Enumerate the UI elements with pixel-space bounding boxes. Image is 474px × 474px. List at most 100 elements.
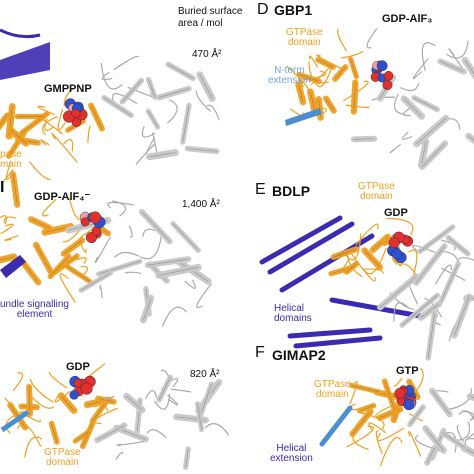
ligand-gdp-bottom [73, 378, 83, 388]
partner-helix-i-edge [141, 211, 170, 242]
partner-helix-e-edge [427, 312, 435, 358]
panel-name-gbp1: GBP1 [274, 2, 313, 18]
gtpase-loop-f [415, 367, 424, 392]
gtpase-helix-d-edge [298, 84, 304, 103]
partner-helix-d-edge [464, 60, 474, 75]
helical-domains-label: Helical domains [274, 303, 312, 324]
partner-helix-bl-edge [185, 448, 189, 468]
helical-domain-e [293, 335, 383, 349]
area-value-top: 470 Å² [192, 49, 222, 60]
panel-letter-e: E [255, 181, 266, 198]
gtpase-helix-e-edge [346, 263, 357, 273]
gtpase-loop-f [379, 437, 403, 467]
gtpase-helix-i-edge [0, 256, 14, 261]
partner-helix-d-edge [468, 135, 474, 141]
partner-helix-e-edge [419, 226, 454, 252]
gtpase-loop-f [393, 377, 403, 387]
gtpase-loop-i [75, 257, 87, 265]
gtpase-loop-f [408, 431, 422, 457]
partner-helix-e-edge [401, 295, 438, 326]
gtpase-loop-e [362, 247, 387, 275]
partner-loop-d [446, 40, 469, 59]
gtpase-helix-f-edge [359, 405, 374, 411]
partner-helix-i-edge [98, 261, 140, 275]
partner-loop-f [467, 432, 474, 439]
gtpase-helix-i-edge [63, 240, 83, 254]
partner-loop-e [393, 302, 410, 322]
gtpase-loop-top [87, 125, 92, 143]
gtpase-loop-i [59, 273, 76, 303]
gtpase-helix-bl-edge [28, 386, 31, 414]
partner-loop-top [113, 55, 139, 71]
partner-helix-top-edge [147, 110, 158, 128]
area-value-bottom: 820 Å² [190, 369, 220, 380]
gtpase-loop-top [63, 138, 74, 152]
gtpase-loop-e [362, 268, 384, 274]
helical-domain-e [267, 221, 355, 275]
helical-domain-e [287, 327, 373, 339]
gtpase-helix-d-edge [298, 74, 319, 82]
partner-helix-d-edge [413, 97, 438, 110]
gtpase-helix-d-edge [325, 98, 335, 111]
bundle-signalling-label: undle signalling element [0, 299, 69, 320]
ligand-gdp-alf4 [80, 217, 90, 227]
panel-name-gimap2: GIMAP2 [272, 347, 326, 363]
nterm-strand-bl [0, 409, 30, 433]
helical-extension-f [319, 405, 353, 447]
ligand-label-gtp: GTP [396, 365, 419, 377]
ligand-gdp-alf3 [376, 60, 388, 72]
panel-name-bdlp: BDLP [272, 183, 311, 199]
partner-loop-e [434, 264, 453, 285]
gtpase-loop-d [337, 28, 348, 52]
partner-helix-top-edge [149, 152, 176, 158]
partner-helix-e-edge [420, 303, 439, 318]
ligand-label-gdp-bottom: GDP [66, 361, 90, 373]
partner-helix-f-edge [469, 396, 474, 398]
partner-loop-i [128, 225, 133, 238]
gtpase-helix-e-edge [333, 248, 357, 258]
gtpase-helix-top-edge [0, 115, 8, 126]
gtpase-helix-d-edge [334, 66, 346, 80]
partner-loop-top [206, 104, 220, 121]
gtpase-loop-e [391, 257, 402, 267]
gtpase-loop-i [3, 216, 17, 223]
gtpase-loop-f [346, 425, 374, 448]
helical-ribbon-top [0, 42, 50, 80]
partner-helix-top-edge [122, 80, 142, 103]
gtpase-loop-i [41, 198, 57, 217]
partner-loop-e [411, 244, 437, 254]
ligand-gtp [403, 399, 415, 411]
gtpase-helix-top-edge [90, 105, 103, 129]
partner-loop-e [441, 267, 466, 281]
partner-loop-i [111, 200, 127, 217]
gtpase-loop-bl [48, 371, 68, 389]
gtpase-helix-d-edge [318, 59, 334, 68]
partner-loop-f [454, 421, 471, 441]
partner-helix-d-edge [353, 138, 375, 140]
gtpase-loop-d [308, 55, 319, 68]
gtpase-loop-f [376, 427, 405, 442]
gtpase-helix-top-edge [12, 174, 18, 205]
ligand-gdp-bdlp [388, 237, 400, 249]
partner-helix-i-edge [147, 258, 189, 266]
gtpase-helix-d-edge [310, 91, 316, 114]
partner-loop-top [166, 99, 178, 124]
partner-loop-d [399, 83, 420, 92]
partner-loop-top [100, 62, 123, 90]
partner-loop-top [101, 71, 113, 81]
gtpase-loop-top [51, 133, 78, 163]
ligand-gdp-bdlp [391, 248, 403, 260]
gtpase-loop-d [345, 104, 370, 109]
gtpase-helix-bl-edge [60, 395, 75, 411]
gtpase-helix-bl-edge [75, 431, 90, 442]
partner-loop-f [458, 410, 474, 421]
partner-helix-i-edge [158, 266, 199, 276]
partner-loop-d [366, 28, 378, 49]
partner-helix-e-edge [379, 276, 417, 308]
partner-helix-top-edge [159, 88, 189, 98]
gtpase-loop-top [28, 160, 51, 180]
gtpase-loop-i [80, 228, 94, 239]
nterm-label-gbp1: N-term extension [268, 65, 311, 86]
gtpase-loop-top [42, 116, 58, 136]
gtpase-helix-top-edge [10, 129, 27, 144]
